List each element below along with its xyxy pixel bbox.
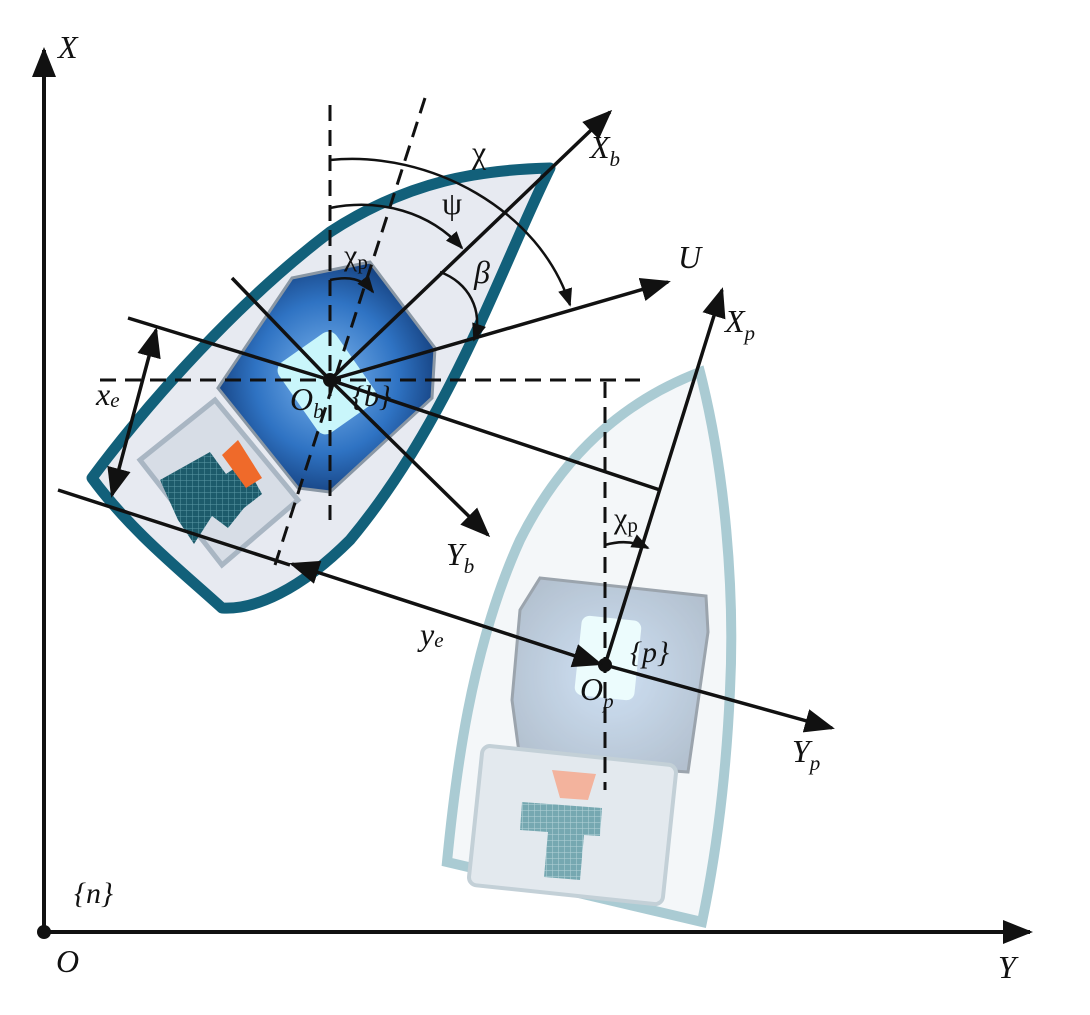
body-frame-lines	[57, 109, 671, 567]
inertial-x-label: X	[56, 29, 79, 65]
course-angle-arc	[329, 157, 572, 307]
path-y-label: Yp	[792, 733, 820, 775]
path-angle-arc-path	[604, 534, 650, 550]
cross-track-error-arrow	[289, 560, 603, 668]
sideslip-angle-label: β	[473, 254, 490, 290]
error-arrows	[107, 327, 603, 668]
inertial-frame	[32, 47, 1033, 944]
along-track-error-arrow	[107, 327, 161, 498]
body-y-label: Yb	[446, 536, 474, 578]
body-orange-vent	[222, 440, 262, 488]
inertial-origin-point	[37, 925, 51, 939]
inertial-origin-label: O	[56, 943, 79, 979]
path-frame-label: {p}	[630, 636, 669, 669]
path-angle-arc-body	[329, 274, 375, 294]
path-origin-label: Op	[580, 671, 614, 713]
velocity-label: U	[678, 239, 703, 275]
along-track-error-label: xe	[95, 376, 120, 412]
path-x-axis	[603, 287, 726, 666]
path-y-axis	[604, 663, 835, 733]
sideslip-angle-arc	[439, 270, 486, 342]
body-y-axis	[328, 378, 491, 538]
course-angle-label: χ	[471, 134, 487, 170]
body-frame-label: {b}	[352, 380, 391, 413]
ghost-hatch	[520, 802, 602, 880]
path-angle-label-body: χp	[343, 239, 368, 274]
heading-angle-label: ψ	[442, 185, 462, 221]
cross-track-error-label: ye	[417, 616, 444, 652]
heading-extension-line	[273, 97, 427, 566]
angle-arcs	[329, 157, 650, 550]
path-origin-point	[598, 658, 612, 672]
reference-dashes	[100, 97, 640, 790]
projection-to-path-line	[329, 378, 661, 492]
path-normal-through-Ob	[127, 316, 331, 382]
inertial-y-label: Y	[998, 949, 1019, 985]
body-diagonal-ray	[230, 276, 332, 382]
body-hatch	[160, 452, 262, 544]
path-vessel-ghost	[441, 365, 737, 929]
body-x-label: Xb	[588, 129, 620, 171]
path-angle-label-path: χp	[613, 502, 638, 537]
body-origin-point	[323, 373, 337, 387]
path-x-label: Xp	[723, 303, 755, 345]
body-x-axis	[328, 109, 613, 382]
velocity-vector	[329, 277, 671, 382]
body-origin-label: Ob	[290, 381, 324, 423]
path-cross-line	[57, 488, 291, 567]
heading-angle-arc	[329, 203, 464, 250]
path-frame-lines	[603, 287, 835, 733]
ghost-orange-vent	[552, 770, 596, 800]
inertial-frame-label: {n}	[74, 877, 113, 910]
